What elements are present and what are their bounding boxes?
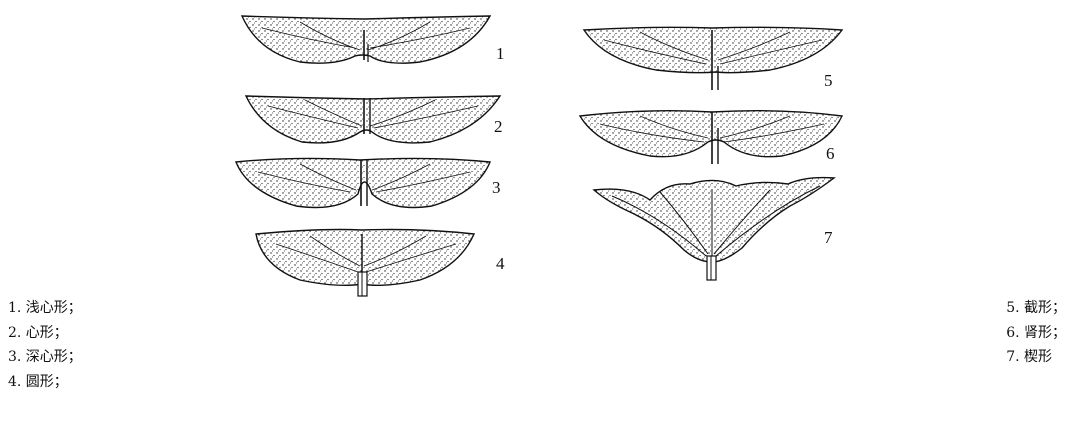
legend-item-2: 2. 心形； xyxy=(8,321,82,346)
leaf-3-deep-cordate: 3 xyxy=(236,158,501,207)
legend-item-6: 6. 肾形； xyxy=(1006,321,1066,346)
leaf-6-reniform: 6 xyxy=(580,111,842,164)
legend-item-7: 7. 楔形 xyxy=(1006,345,1066,370)
leaf-4-rounded: 4 xyxy=(256,230,505,297)
legend-item-4: 4. 圆形； xyxy=(8,370,82,395)
leaf-number: 5 xyxy=(824,71,833,90)
leaf-number: 3 xyxy=(492,178,501,197)
leaf-number: 4 xyxy=(496,254,505,273)
leaf-number: 2 xyxy=(494,117,503,136)
leaf-number: 6 xyxy=(826,144,835,163)
leaf-number: 7 xyxy=(824,228,833,247)
leaf-5-truncate: 5 xyxy=(584,27,842,90)
leaf-base-diagram: 1 2 3 4 5 6 xyxy=(0,0,1074,300)
legend-item-3: 3. 深心形； xyxy=(8,345,82,370)
legend-left: 1. 浅心形； 2. 心形； 3. 深心形； 4. 圆形； xyxy=(8,296,82,394)
leaf-1-shallow-cordate: 1 xyxy=(242,16,505,63)
legend-item-5: 5. 截形； xyxy=(1006,296,1066,321)
leaf-7-cuneate: 7 xyxy=(594,178,834,280)
leaf-2-cordate: 2 xyxy=(246,96,503,143)
leaf-number: 1 xyxy=(496,44,505,63)
legend-item-1: 1. 浅心形； xyxy=(8,296,82,321)
legend-right: 5. 截形； 6. 肾形； 7. 楔形 xyxy=(1006,296,1066,370)
